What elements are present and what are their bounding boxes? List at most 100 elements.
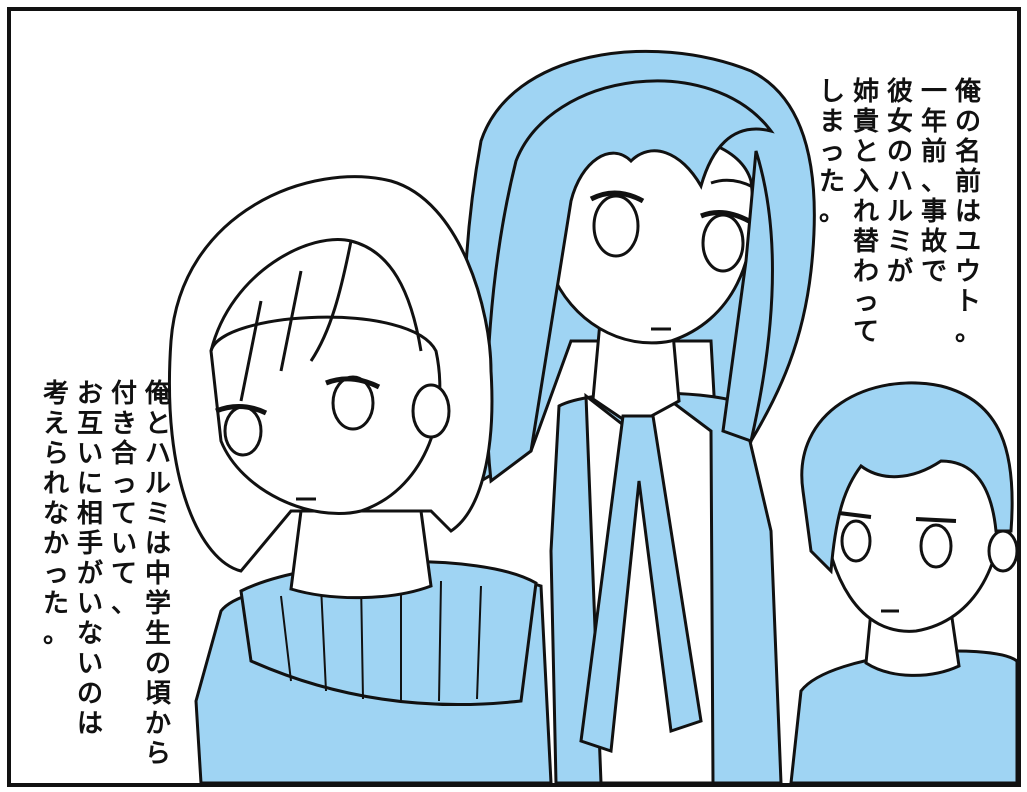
caption-line: 一年前、事故で	[919, 77, 949, 347]
caption-glyph: 、	[920, 167, 947, 197]
caption-glyph: た	[818, 167, 845, 197]
panel-artwork	[167, 49, 1017, 783]
caption-glyph: が	[76, 559, 103, 589]
caption-line: 姉貴と入れ替わって	[851, 77, 881, 347]
caption-line: お互いに相手がいないのは	[75, 379, 105, 769]
woman-lash-left	[589, 190, 645, 204]
caption-glyph: ト	[954, 287, 981, 317]
caption-glyph: ル	[144, 469, 171, 499]
caption-glyph: っ	[110, 469, 137, 499]
caption-glyph: か	[42, 529, 69, 559]
caption-glyph: 考	[42, 379, 69, 409]
caption-line: 俺の名前はユウト。	[953, 77, 983, 347]
caption-glyph: 名	[954, 137, 981, 167]
caption-glyph: 。	[954, 317, 981, 347]
woman-lash-right	[700, 209, 751, 224]
caption-glyph: て	[110, 559, 137, 589]
caption-glyph: い	[76, 439, 103, 469]
caption-glyph: い	[76, 649, 103, 679]
caption-line: 俺とハルミは中学生の頃から	[143, 379, 173, 769]
caption-glyph: と	[852, 137, 879, 167]
caption-glyph: 入	[852, 167, 879, 197]
caption-glyph: い	[110, 529, 137, 559]
girl-bangs	[209, 238, 423, 402]
manga-panel: 俺の名前はユウト。一年前、事故で彼女のハルミが姉貴と入れ替わってしまった。 俺と…	[7, 7, 1021, 787]
girl-eye-left	[223, 405, 263, 457]
caption-glyph: 中	[144, 559, 171, 589]
caption-glyph: の	[886, 137, 913, 167]
girl-lash-right	[325, 376, 381, 390]
boy-brows	[838, 511, 957, 523]
woman-brow-right	[710, 178, 754, 189]
caption-glyph: 手	[76, 529, 103, 559]
caption-line: しまった。	[817, 77, 847, 347]
girl-left-figure	[167, 175, 553, 783]
girl-neck	[289, 509, 433, 600]
girl-eye-right	[331, 375, 375, 431]
caption-glyph: 俺	[954, 77, 981, 107]
caption-glyph: ら	[42, 439, 69, 469]
caption-glyph: い	[76, 589, 103, 619]
caption-glyph: な	[42, 499, 69, 529]
caption-glyph: れ	[42, 469, 69, 499]
caption-glyph: の	[144, 649, 171, 679]
caption-glyph: 貴	[852, 107, 879, 137]
caption-glyph: っ	[818, 137, 845, 167]
caption-glyph: 一	[920, 77, 947, 107]
caption-glyph: 互	[76, 409, 103, 439]
boy-hair	[800, 381, 1014, 575]
caption-glyph: と	[144, 409, 171, 439]
caption-glyph: の	[954, 107, 981, 137]
caption-glyph: し	[818, 77, 845, 107]
caption-glyph: 事	[920, 197, 947, 227]
caption-glyph: の	[76, 679, 103, 709]
woman-center-figure	[462, 49, 816, 783]
caption-glyph: 前	[954, 167, 981, 197]
boy-eye-right	[919, 523, 953, 569]
caption-glyph: わ	[852, 257, 879, 287]
caption-glyph: 生	[144, 619, 171, 649]
caption-glyph: っ	[852, 287, 879, 317]
caption-glyph: 故	[920, 227, 947, 257]
caption-glyph: で	[920, 257, 947, 287]
boy-ear	[987, 529, 1017, 573]
caption-glyph: 年	[920, 107, 947, 137]
narration-caption-upper-right: 俺の名前はユウト。一年前、事故で彼女のハルミが姉貴と入れ替わってしまった。	[817, 77, 983, 347]
caption-glyph: ハ	[144, 439, 171, 469]
girl-ear	[411, 383, 451, 439]
caption-glyph: ハ	[886, 167, 913, 197]
caption-glyph: 。	[818, 197, 845, 227]
caption-glyph: ル	[886, 197, 913, 227]
caption-glyph: て	[852, 317, 879, 347]
caption-glyph: た	[42, 589, 69, 619]
caption-glyph: 相	[76, 499, 103, 529]
caption-glyph: て	[110, 499, 137, 529]
boy-eye-left	[840, 519, 872, 563]
girl-lash-left	[215, 404, 268, 416]
caption-line: 考えられなかった。	[41, 379, 71, 769]
caption-glyph: 、	[110, 589, 137, 619]
caption-glyph: 彼	[886, 77, 913, 107]
woman-eye-right	[701, 213, 745, 273]
boy-right-figure	[789, 381, 1017, 783]
caption-glyph: れ	[852, 197, 879, 227]
caption-glyph: 。	[42, 619, 69, 649]
caption-glyph: 付	[110, 379, 137, 409]
caption-glyph: 女	[886, 107, 913, 137]
caption-glyph: ら	[144, 739, 171, 769]
girl-collar-ribs	[280, 579, 482, 702]
caption-glyph: 俺	[144, 379, 171, 409]
caption-glyph: な	[76, 619, 103, 649]
caption-glyph: ま	[818, 107, 845, 137]
caption-glyph: が	[886, 257, 913, 287]
caption-glyph: に	[76, 469, 103, 499]
caption-glyph: き	[110, 409, 137, 439]
caption-glyph: 姉	[852, 77, 879, 107]
caption-glyph: 合	[110, 439, 137, 469]
caption-glyph: え	[42, 409, 69, 439]
caption-line: 付き合っていて、	[109, 379, 139, 769]
caption-glyph: お	[76, 379, 103, 409]
woman-hair-side-right	[721, 150, 774, 443]
narration-caption-left: 俺とハルミは中学生の頃から付き合っていて、お互いに相手がいないのは考えられなかっ…	[41, 379, 173, 769]
